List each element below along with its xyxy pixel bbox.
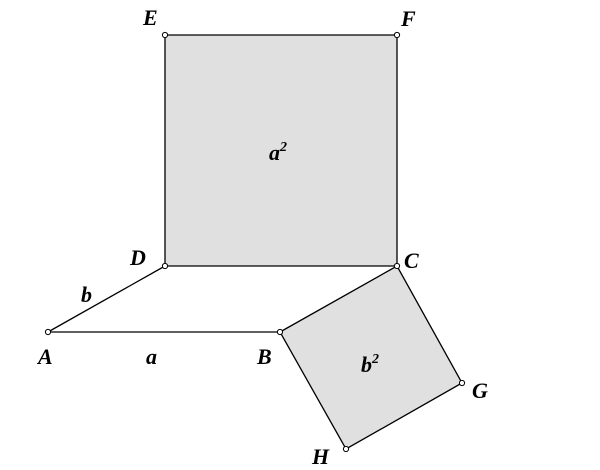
label-area-a-squared: a2	[269, 140, 287, 165]
area-b-exponent: 2	[371, 352, 379, 367]
point-a	[44, 328, 52, 336]
label-point-f: F	[400, 6, 416, 31]
area-b-base: b	[361, 352, 372, 377]
label-point-h: H	[311, 444, 330, 469]
label-point-a: A	[36, 344, 53, 369]
label-point-e: E	[142, 5, 158, 30]
point-f	[393, 31, 401, 39]
label-side-a: a	[146, 344, 157, 369]
point-b	[276, 328, 284, 336]
point-h	[342, 445, 350, 453]
point-e	[161, 31, 169, 39]
point-c	[393, 262, 401, 270]
label-point-d: D	[129, 245, 146, 270]
label-point-g: G	[472, 378, 488, 403]
label-area-b-squared: b2	[361, 352, 379, 377]
segment-ad	[47, 265, 166, 333]
label-point-c: C	[404, 248, 419, 273]
label-point-b: B	[256, 344, 272, 369]
area-a-base: a	[269, 140, 280, 165]
point-d	[161, 262, 169, 270]
point-g	[458, 379, 466, 387]
area-a-exponent: 2	[279, 140, 287, 155]
label-side-b: b	[81, 282, 92, 307]
